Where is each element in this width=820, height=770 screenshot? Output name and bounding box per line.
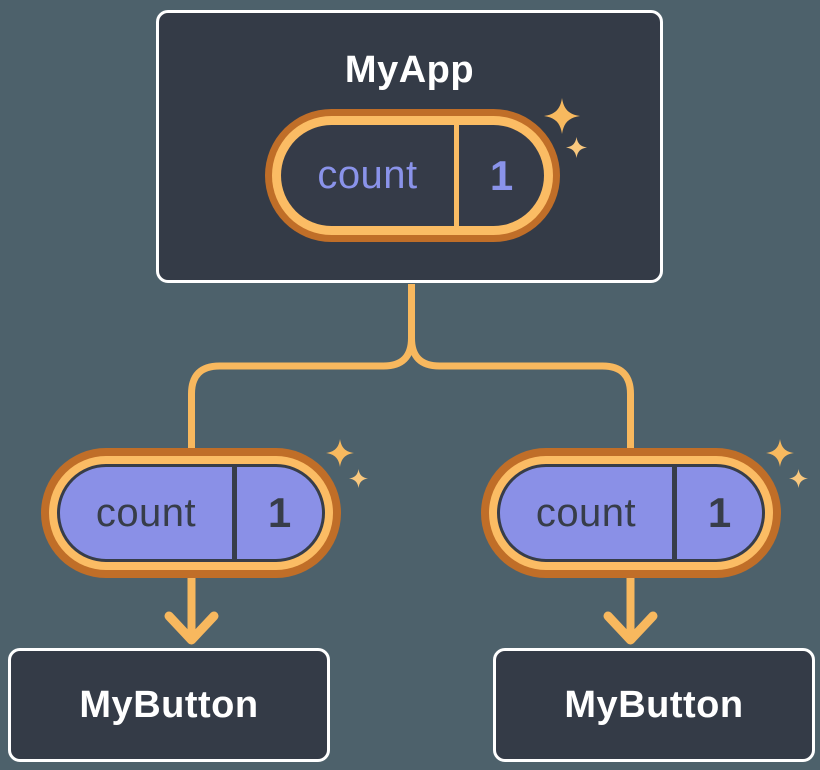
prop-pill-left: count 1 [41, 448, 341, 578]
pill-divider [454, 125, 459, 226]
sparkle-icon [349, 469, 368, 488]
state-pill-myapp: count 1 [265, 109, 560, 242]
node-mybutton-label: MyButton [79, 683, 259, 726]
connector-branch-right [408, 284, 634, 452]
node-mybutton-right: MyButton [493, 648, 815, 762]
pill-divider [672, 467, 677, 559]
connector-branch-left [188, 284, 415, 452]
sparkle-icon [789, 469, 808, 488]
prop-pill-body: count 1 [497, 464, 765, 562]
prop-value: 1 [707, 489, 732, 536]
arrow-down-icon [603, 611, 658, 645]
node-mybutton-label: MyButton [564, 683, 744, 726]
sparkle-icon [326, 439, 354, 467]
node-myapp-label: MyApp [344, 49, 475, 91]
pill-divider [232, 467, 237, 559]
prop-key-label: count [535, 490, 637, 535]
arrow-down-icon [164, 611, 219, 645]
state-key-label: count [317, 153, 418, 197]
sparkle-icon [544, 98, 580, 134]
prop-key-label: count [95, 490, 197, 535]
sparkle-icon [566, 137, 587, 158]
prop-pill-body: count 1 [57, 464, 325, 562]
node-mybutton-left: MyButton [8, 648, 330, 762]
sparkle-icon [766, 439, 794, 467]
prop-value: 1 [267, 489, 292, 536]
state-pill-body: count 1 [281, 125, 544, 226]
prop-pill-ring: count 1 [49, 456, 333, 570]
prop-pill-ring: count 1 [489, 456, 773, 570]
state-pill-ring: count 1 [272, 116, 553, 235]
prop-pill-right: count 1 [481, 448, 781, 578]
state-value: 1 [489, 151, 514, 199]
